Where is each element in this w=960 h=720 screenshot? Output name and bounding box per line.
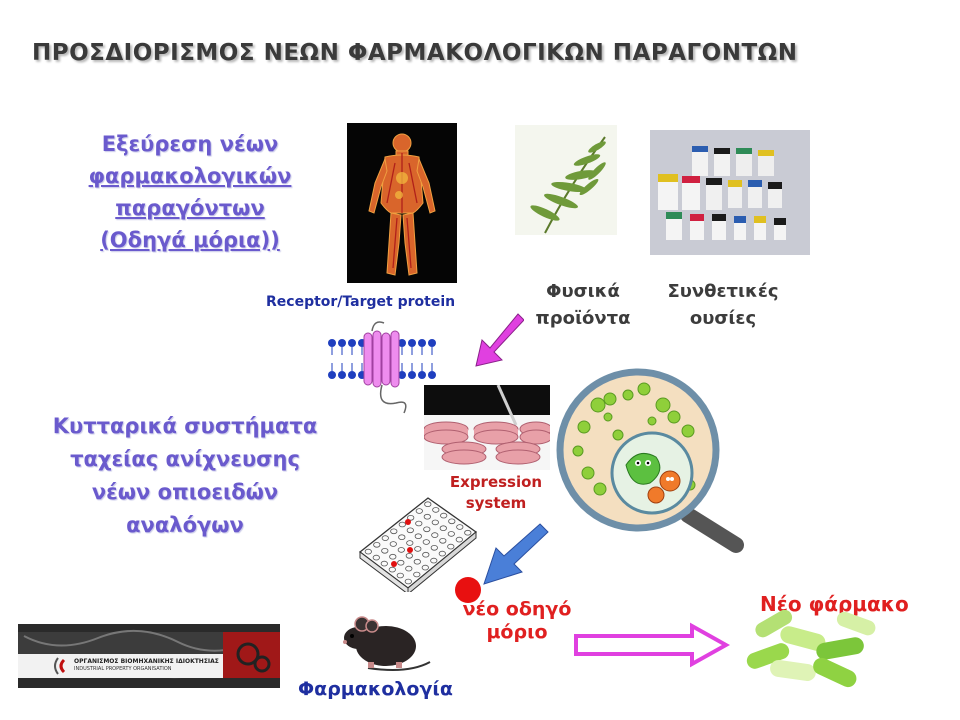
well — [398, 521, 406, 528]
well — [447, 531, 455, 537]
well — [423, 513, 431, 520]
expression-line-1: Expression — [449, 473, 543, 491]
well — [424, 501, 432, 507]
well — [432, 507, 440, 513]
well — [430, 544, 438, 551]
cell-systems-text: Κυτταρικά συστήματα ταχείας ανίχνευσης ν… — [40, 410, 330, 542]
well — [397, 547, 405, 553]
well — [455, 536, 463, 543]
arrow-to-lead-icon — [483, 523, 549, 585]
pharmacology-label: Φαρμακολογία — [298, 678, 453, 700]
well — [388, 566, 396, 573]
well — [422, 539, 430, 545]
well — [364, 548, 372, 555]
synthetic-line-2: ουσίες — [689, 308, 757, 329]
well — [415, 520, 423, 527]
human-body-image — [347, 123, 457, 283]
organization-name-english: INDUSTRIAL PROPERTY ORGANISATION — [74, 666, 172, 672]
well — [381, 547, 389, 554]
new-lead-molecule-label: νέο οδηγό μόριο — [452, 598, 582, 644]
bottles-image — [650, 130, 810, 255]
well — [373, 541, 381, 548]
synthetic-line-1: Συνθετικές — [667, 281, 779, 302]
organization-logo — [18, 624, 280, 688]
well — [390, 528, 398, 535]
well — [448, 518, 456, 525]
well — [407, 514, 415, 521]
well — [406, 540, 414, 546]
well — [431, 532, 439, 538]
well — [423, 526, 431, 533]
search-line-3: παραγόντων — [115, 196, 265, 220]
lead-line-1: νέο οδηγό — [462, 598, 572, 620]
mouse-image — [343, 616, 431, 671]
well — [397, 559, 405, 566]
well — [389, 553, 397, 560]
page-title: ΠΡΟΣΔΙΟΡΙΣΜΟΣ ΝΕΩΝ ΦΑΡΜΑΚΟΛΟΓΙΚΩΝ ΠΑΡΑΓΟ… — [32, 40, 798, 66]
cell-line-4: αναλόγων — [126, 513, 244, 537]
search-line-1: Εξεύρεση νέων — [101, 132, 279, 156]
search-line-2: φαρμακολογικών — [88, 164, 292, 188]
well — [405, 565, 413, 572]
well — [413, 558, 421, 565]
well — [422, 551, 430, 558]
natural-products-label: Φυσικά προϊόντα — [528, 278, 638, 332]
search-line-4: (Οδηγά μόρια)) — [100, 228, 280, 252]
well — [431, 519, 439, 526]
well — [439, 537, 447, 544]
well — [438, 550, 446, 557]
well — [440, 512, 448, 519]
well — [415, 508, 423, 514]
well — [389, 541, 397, 547]
lead-line-2: μόριο — [486, 621, 548, 643]
organization-name-greek: ΟΡΓΑΝΙΣΜΟΣ ΒΙΟΜΗΧΑΝΙΚΗΣ ΙΔΙΟΚΤΗΣΙΑΣ — [74, 658, 219, 665]
well — [380, 560, 388, 567]
magnifier-bacteria-image — [556, 368, 744, 553]
fern-image — [515, 125, 617, 235]
well — [372, 554, 380, 561]
well — [396, 572, 404, 579]
well — [413, 571, 421, 578]
well — [430, 557, 438, 564]
receptor-label: Receptor/Target protein — [266, 294, 456, 310]
well — [421, 564, 429, 571]
well — [414, 533, 422, 539]
expression-line-2: system — [465, 494, 527, 512]
well-plate-icon — [358, 497, 478, 592]
natural-line-1: Φυσικά — [546, 281, 620, 302]
expression-system-label: Expression system — [436, 472, 556, 514]
synthetic-substances-label: Συνθετικές ουσίες — [648, 278, 798, 332]
well — [405, 552, 413, 559]
red-dot-icon — [455, 577, 481, 603]
well — [464, 529, 472, 536]
arrow-to-drug-icon — [574, 622, 730, 668]
well — [447, 543, 455, 550]
well — [456, 524, 464, 530]
capsules-image — [746, 610, 876, 688]
well — [439, 525, 447, 531]
receptor-membrane-icon — [328, 321, 436, 414]
cell-line-2: ταχείας ανίχνευσης — [70, 447, 300, 471]
petri-dishes-image — [424, 385, 550, 470]
well — [404, 578, 412, 585]
natural-line-2: προϊόντα — [535, 308, 631, 329]
well — [414, 546, 422, 552]
cell-line-1: Κυτταρικά συστήματα — [52, 414, 318, 438]
well — [381, 535, 389, 541]
cell-line-3: νέων οπιοειδών — [91, 480, 279, 504]
search-new-agents-text: Εξεύρεση νέων φαρμακολογικών παραγόντων … — [70, 128, 310, 256]
well — [398, 534, 406, 540]
arrow-to-petri-icon — [475, 313, 524, 367]
well — [406, 527, 414, 534]
